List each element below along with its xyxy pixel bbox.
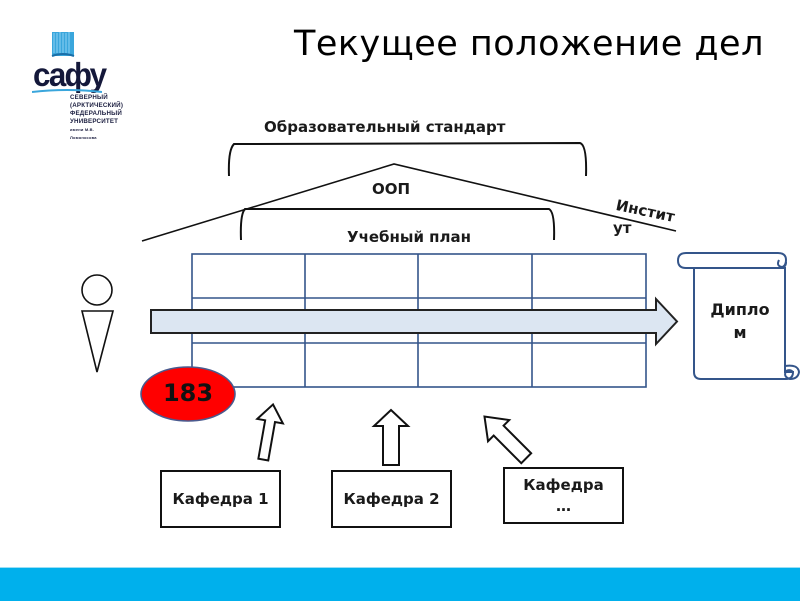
logo-line: (АРКТИЧЕСКИЙ) (70, 102, 124, 109)
standard-label: Образовательный стандарт (264, 118, 506, 136)
slide-title: Текущее положение дел (294, 24, 764, 64)
logo-line: ФЕДЕРАЛЬНЫЙ (70, 110, 123, 117)
logo-swoosh (32, 89, 102, 93)
department-label: Кафедра 1 (172, 489, 269, 508)
education-path-arrow (150, 296, 679, 347)
badge-ellipse (140, 366, 236, 422)
dept-3-arrow (483, 415, 533, 465)
institute-label-part2: ут (613, 219, 632, 237)
diploma-label: Дипло м (700, 298, 780, 344)
department-label: Кафедра (523, 475, 604, 494)
student-head (81, 274, 113, 306)
diploma-label-line1: Дипло (710, 300, 770, 319)
standard-bracket (227, 141, 588, 177)
dept-1-arrow (255, 402, 285, 462)
logo-university-name: СЕВЕРНЫЙ (АРКТИЧЕСКИЙ) ФЕДЕРАЛЬНЫЙ УНИВЕ… (70, 94, 124, 142)
student-body (80, 310, 115, 373)
book-icon (51, 32, 75, 57)
footer-band (0, 567, 800, 601)
oop-label: ООП (372, 180, 411, 198)
department-ellipsis: … (556, 496, 571, 515)
diploma-label-line2: м (733, 323, 747, 342)
badge-value: 183 (162, 379, 214, 407)
department-label: Кафедра 2 (343, 489, 440, 508)
logo-line: УНИВЕРСИТЕТ (70, 118, 119, 125)
diploma-scroll (676, 252, 800, 381)
logo-brand: сафу (33, 56, 107, 93)
department-box-other: Кафедра … (503, 467, 624, 524)
plan-label: Учебный план (347, 228, 472, 246)
institute-roof (141, 163, 677, 242)
logo-line: имени М.В. Ломоносова (70, 127, 97, 140)
department-box-2: Кафедра 2 (331, 470, 452, 528)
student-figure (80, 274, 115, 373)
dept-2-arrow (371, 408, 411, 466)
university-logo: сафу СЕВЕРНЫЙ (АРКТИЧЕСКИЙ) ФЕДЕРАЛЬНЫЙ … (30, 30, 124, 150)
logo-line: СЕВЕРНЫЙ (70, 94, 108, 101)
department-box-1: Кафедра 1 (160, 470, 281, 528)
plan-bracket (239, 208, 556, 241)
